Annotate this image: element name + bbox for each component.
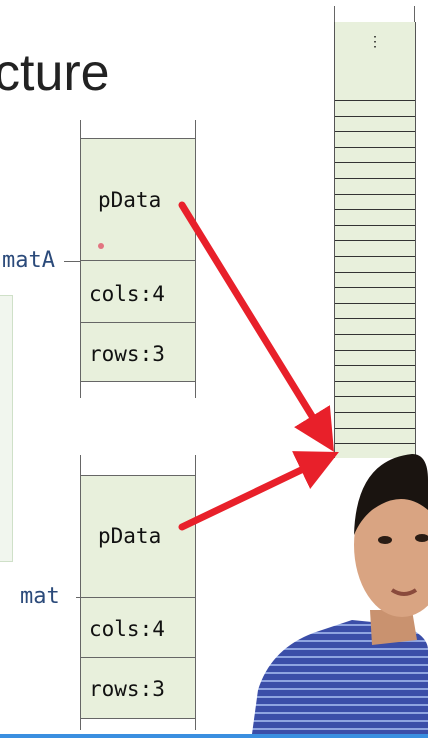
field-label-rows: rows:3 <box>89 677 165 701</box>
memory-cell-rule <box>335 443 415 444</box>
cursor-dot <box>98 243 104 249</box>
arrow-matA-pdata <box>178 201 335 452</box>
slide-title: cture <box>0 44 110 102</box>
memory-border-top-right <box>414 6 415 22</box>
struct-cell-pdata <box>81 138 195 260</box>
field-label-pdata: pData <box>98 524 162 548</box>
memory-cell-rule <box>335 365 415 366</box>
field-label-cols: cols:4 <box>89 282 165 306</box>
memory-cell-rule <box>335 272 415 273</box>
field-label-pdata: pData <box>98 188 162 212</box>
var-pointer-line <box>76 597 81 598</box>
memory-cell-rule <box>335 225 415 226</box>
struct-cell-pdata <box>81 475 195 597</box>
struct-border-left <box>80 120 81 398</box>
presenter-image <box>252 454 428 734</box>
struct-cell-rows <box>81 657 195 719</box>
var-label-mat: mat <box>20 584 60 609</box>
struct-cell-cols <box>81 597 195 657</box>
memory-cell-rule <box>335 381 415 382</box>
field-label-cols: cols:4 <box>89 617 165 641</box>
memory-cell-rule <box>335 147 415 148</box>
memory-cell-rule <box>335 396 415 397</box>
memory-cell-rule <box>335 350 415 351</box>
code-panel <box>0 295 13 562</box>
struct-cell-rows <box>81 322 195 382</box>
memory-cell-rule <box>335 303 415 304</box>
memory-cell-rule <box>335 194 415 195</box>
memory-cell-rule <box>335 318 415 319</box>
struct-border-right <box>195 455 196 730</box>
memory-cell-rule <box>335 412 415 413</box>
field-label-rows: rows:3 <box>89 342 165 366</box>
memory-block <box>334 22 416 458</box>
memory-cell-rule <box>335 240 415 241</box>
memory-cell-rule <box>335 256 415 257</box>
struct-border-left <box>80 455 81 730</box>
memory-ellipsis: ⋮ <box>368 34 382 50</box>
memory-cell-rule <box>335 287 415 288</box>
memory-cell-rule <box>335 178 415 179</box>
bottom-accent-bar <box>0 734 428 738</box>
struct-border-right <box>195 120 196 398</box>
memory-border-top-left <box>334 6 335 22</box>
memory-cell-rule <box>335 100 415 101</box>
memory-cell-rule <box>335 116 415 117</box>
var-pointer-line <box>64 261 81 262</box>
memory-cell-rule <box>335 162 415 163</box>
memory-cell-rule <box>335 428 415 429</box>
memory-cell-rule <box>335 131 415 132</box>
struct-cell-cols <box>81 260 195 322</box>
memory-cell-rule <box>335 334 415 335</box>
var-label-matA: matA <box>2 248 55 273</box>
memory-cell-rule <box>335 209 415 210</box>
